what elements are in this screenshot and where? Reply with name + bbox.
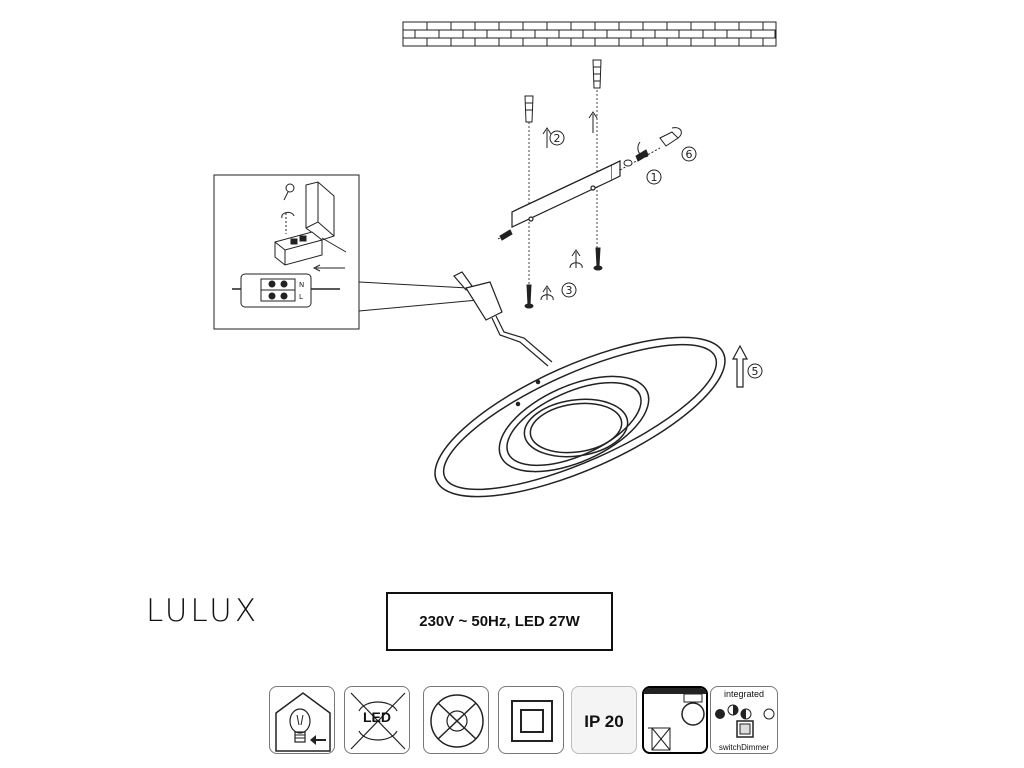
arrow-up-plug	[588, 111, 598, 133]
connection-detail-inset: N L	[213, 174, 479, 330]
terminal-n-label: N	[299, 281, 304, 289]
spec-box: 230V ~ 50Hz, LED 27W	[386, 592, 613, 651]
arrow-up-5	[731, 344, 749, 388]
screw-right	[593, 247, 603, 271]
mounting-bracket	[511, 160, 621, 228]
power-cable	[453, 271, 553, 367]
arrow-up-2	[542, 127, 552, 148]
wall-plug-right	[592, 59, 602, 89]
bulb-arrow-icon	[269, 686, 335, 754]
switch-dimmer-label: switchDimmer	[718, 743, 770, 752]
integrated-label: integrated	[723, 689, 765, 699]
rotate-arrow-3	[540, 285, 554, 301]
step-2-label: 2	[554, 132, 561, 145]
screw-left	[524, 284, 534, 309]
wall-plug-left	[524, 95, 534, 123]
rotate-arrow-screw	[569, 249, 583, 269]
step-5-label: 5	[752, 365, 759, 378]
ip-rating-label: IP 20	[584, 712, 624, 731]
ip-rating-icon: IP 20	[571, 686, 637, 754]
protection-class-2-icon	[498, 686, 564, 754]
ceiling-brick-wall	[402, 21, 777, 47]
switch-dimmer-icon: integrated switchDimmer	[710, 686, 778, 754]
brand-logo: LULUX	[146, 593, 260, 629]
step-6-label: 6	[686, 148, 693, 161]
led-not-replaceable-icon: LED	[344, 686, 410, 754]
step-1-label: 1	[651, 171, 658, 184]
terminal-l-label: L	[299, 293, 303, 301]
led-label: LED	[363, 709, 391, 725]
rotate-arrow-1	[637, 127, 682, 158]
step-3-label: 3	[566, 284, 573, 297]
lamp-fixture	[434, 336, 726, 498]
installation-diagram: 2 1 6 3 5 4	[213, 21, 777, 498]
not-on-flammable-surface-icon	[423, 686, 489, 754]
not-for-suspended-ceiling-icon	[642, 686, 708, 754]
